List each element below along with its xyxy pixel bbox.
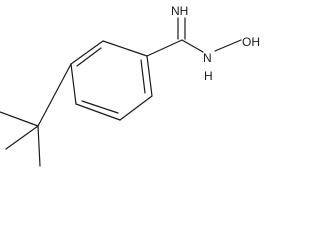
ring-double-bond — [76, 47, 102, 67]
ring-double-bond — [81, 100, 119, 114]
amidoxime-group — [146, 17, 242, 57]
ring-bond — [102, 40, 148, 57]
methyl-bond — [5, 125, 39, 150]
ring-double-bond — [140, 59, 146, 94]
amine-n-label: N — [203, 51, 212, 65]
ring-bond — [75, 103, 121, 121]
nitrogen-to-oxygen-bond — [214, 39, 242, 52]
ring-bond — [146, 55, 153, 97]
benzene-ring — [70, 40, 153, 121]
ring-to-carbon-bond — [146, 39, 183, 57]
hydroxyl-oh-label: OH — [242, 35, 260, 49]
ring-bond — [70, 40, 104, 65]
ring-bond — [70, 63, 77, 105]
methyl-bond — [37, 125, 41, 167]
imine-nh-label: NH — [171, 4, 188, 18]
ring-to-quaternary-carbon-bond — [37, 63, 72, 127]
methyl-bond — [0, 111, 39, 127]
carbon-to-nitrogen-bond — [181, 39, 204, 53]
chemical-structure: NH N H OH — [0, 4, 260, 167]
amine-h-label: H — [204, 69, 213, 83]
tert-butyl-group — [0, 63, 72, 167]
ring-bond — [119, 95, 153, 121]
structure-canvas: NH N H OH — [0, 4, 260, 167]
